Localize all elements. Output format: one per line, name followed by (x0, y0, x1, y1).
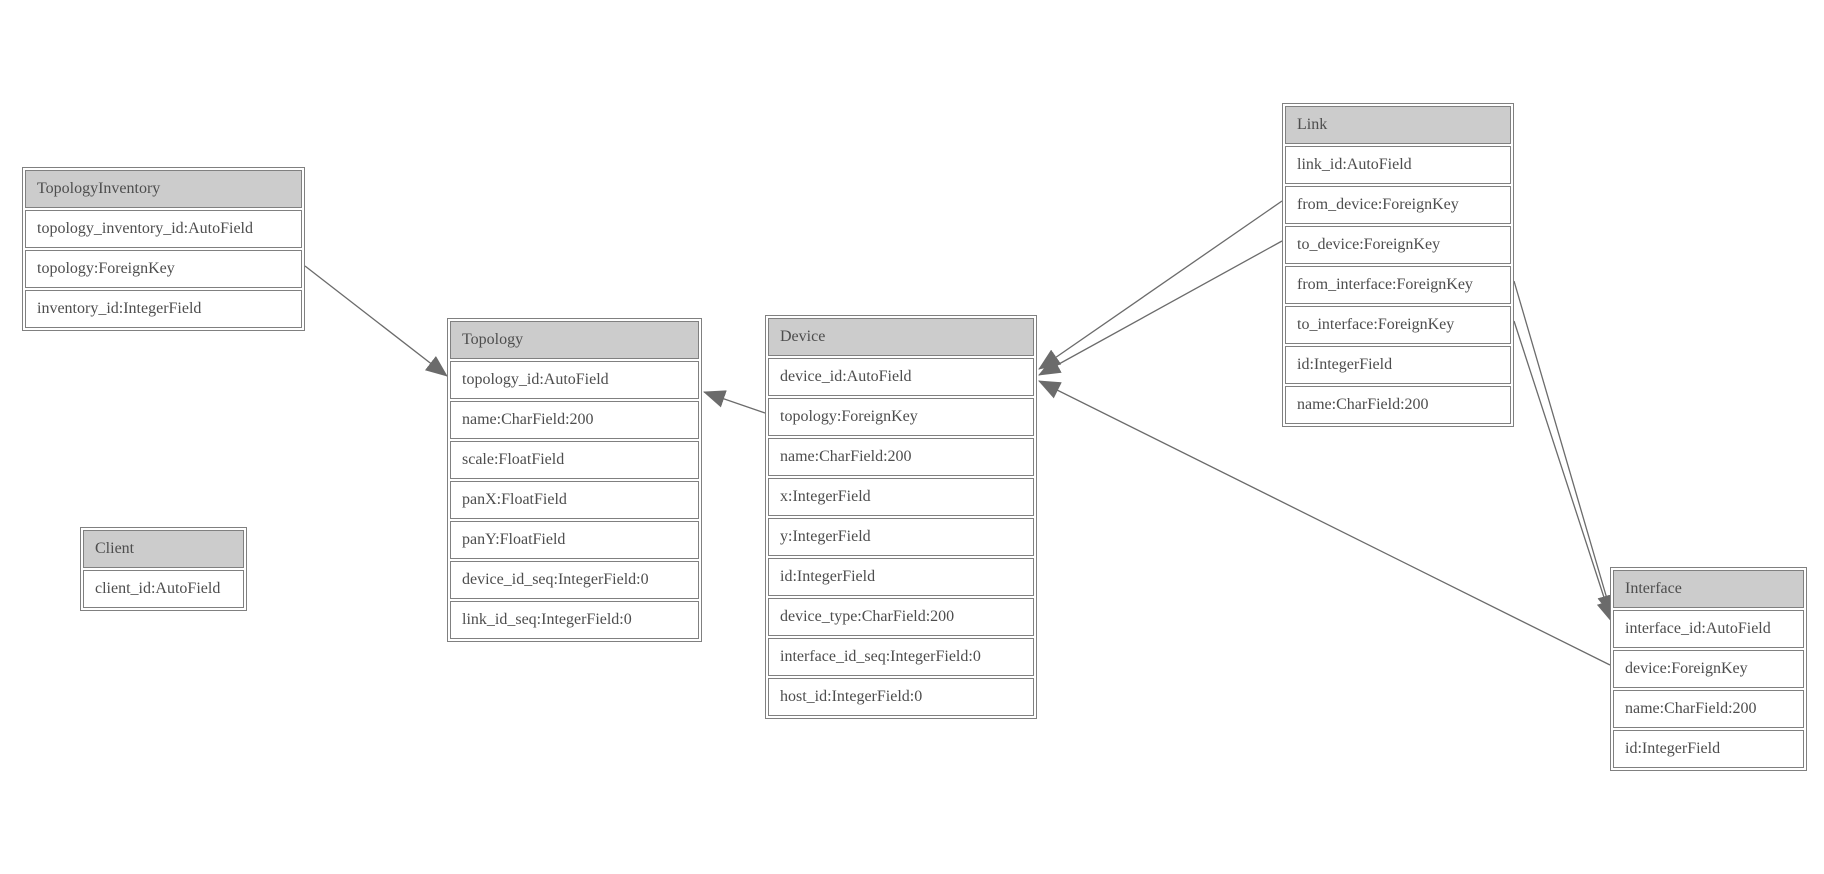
field-row: host_id:IntegerField:0 (768, 678, 1034, 716)
field-row: interface_id_seq:IntegerField:0 (768, 638, 1034, 676)
relationship-Interface.device-to-Device.device_id (1038, 380, 1611, 666)
relationship-TopologyInventory.topology-to-Topology.topology_id (304, 265, 448, 377)
field-row: inventory_id:IntegerField (25, 290, 302, 328)
field-row: name:CharField:200 (1285, 386, 1511, 424)
field-row: name:CharField:200 (768, 438, 1034, 476)
field-row: link_id:AutoField (1285, 146, 1511, 184)
relationship-Device.topology-to-Topology.topology_id (703, 390, 766, 414)
field-row: from_device:ForeignKey (1285, 186, 1511, 224)
field-row: to_interface:ForeignKey (1285, 306, 1511, 344)
field-row: id:IntegerField (1613, 730, 1804, 768)
field-row: topology:ForeignKey (25, 250, 302, 288)
entity-title: Interface (1613, 570, 1804, 608)
field-row: client_id:AutoField (83, 570, 244, 608)
field-row: panY:FloatField (450, 521, 699, 559)
field-row: device_type:CharField:200 (768, 598, 1034, 636)
relationship-Link.to_device-to-Device.device_id (1038, 240, 1283, 376)
field-row: name:CharField:200 (450, 401, 699, 439)
relationship-Link.from_interface-to-Interface.interface_id (1513, 280, 1615, 617)
entity-title: Client (83, 530, 244, 568)
relationship-Link.to_interface-to-Interface.interface_id (1513, 320, 1615, 623)
field-row: device:ForeignKey (1613, 650, 1804, 688)
field-row: link_id_seq:IntegerField:0 (450, 601, 699, 639)
entity-title: TopologyInventory (25, 170, 302, 208)
field-row: topology:ForeignKey (768, 398, 1034, 436)
entity-title: Link (1285, 106, 1511, 144)
relationship-Link.from_device-to-Device.device_id (1038, 200, 1283, 370)
field-row: y:IntegerField (768, 518, 1034, 556)
field-row: device_id_seq:IntegerField:0 (450, 561, 699, 599)
field-row: id:IntegerField (1285, 346, 1511, 384)
field-row: name:CharField:200 (1613, 690, 1804, 728)
field-row: to_device:ForeignKey (1285, 226, 1511, 264)
field-row: interface_id:AutoField (1613, 610, 1804, 648)
field-row: device_id:AutoField (768, 358, 1034, 396)
entity-title: Device (768, 318, 1034, 356)
field-row: x:IntegerField (768, 478, 1034, 516)
field-row: from_interface:ForeignKey (1285, 266, 1511, 304)
field-row: id:IntegerField (768, 558, 1034, 596)
field-row: scale:FloatField (450, 441, 699, 479)
entity-title: Topology (450, 321, 699, 359)
field-row: topology_inventory_id:AutoField (25, 210, 302, 248)
field-row: topology_id:AutoField (450, 361, 699, 399)
field-row: panX:FloatField (450, 481, 699, 519)
